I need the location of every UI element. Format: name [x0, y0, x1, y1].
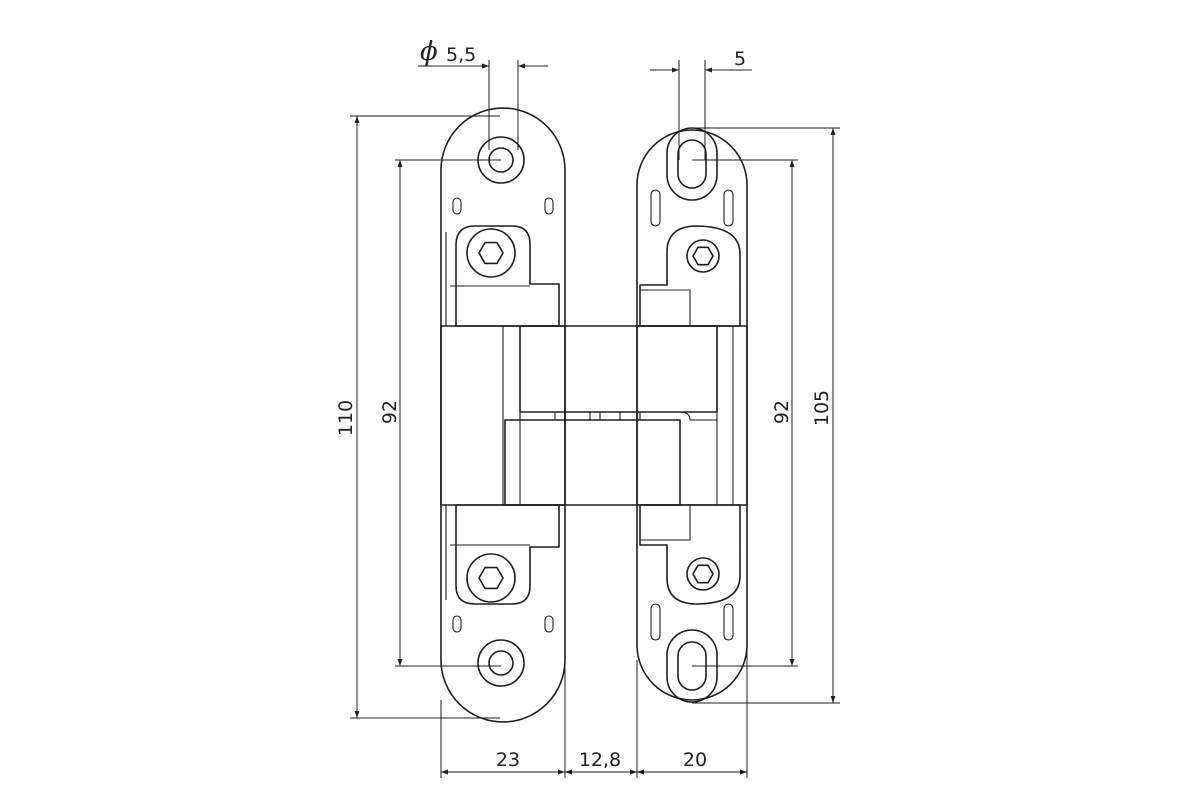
right-height-label: 105 [811, 390, 833, 426]
left-bottom-mounting-hole [477, 639, 525, 687]
left-bottom-hex-screw [466, 553, 516, 603]
right-top-slot [666, 127, 718, 201]
left-top-hex-screw [466, 228, 516, 278]
dimension-left-height: 110 [335, 115, 500, 719]
gap-width-label: 12,8 [579, 749, 621, 771]
dimension-left-hole-spacing: 92 [379, 159, 501, 667]
hole-diameter-label: 5,5 [446, 44, 476, 66]
left-width-label: 23 [496, 749, 520, 771]
right-bottom-hex-screw [686, 557, 720, 591]
right-hinge-plate [636, 127, 748, 703]
right-hole-spacing-label: 92 [771, 400, 793, 424]
slot-width-label: 5 [734, 48, 746, 70]
dimension-right-hole-spacing: 92 [692, 159, 798, 667]
dimension-slot-width: 5 [650, 48, 752, 160]
left-hole-spacing-label: 92 [379, 400, 401, 424]
diameter-symbol: ϕ [420, 37, 438, 67]
dimension-hole-diameter: ϕ 5,5 [418, 37, 548, 150]
left-height-label: 110 [335, 400, 357, 436]
dimension-bottom-widths: 23 12,8 20 [440, 650, 748, 778]
dimension-right-height: 105 [692, 127, 840, 704]
hinge-center-body [440, 325, 748, 506]
right-top-hex-screw [686, 239, 720, 273]
right-width-label: 20 [683, 749, 707, 771]
